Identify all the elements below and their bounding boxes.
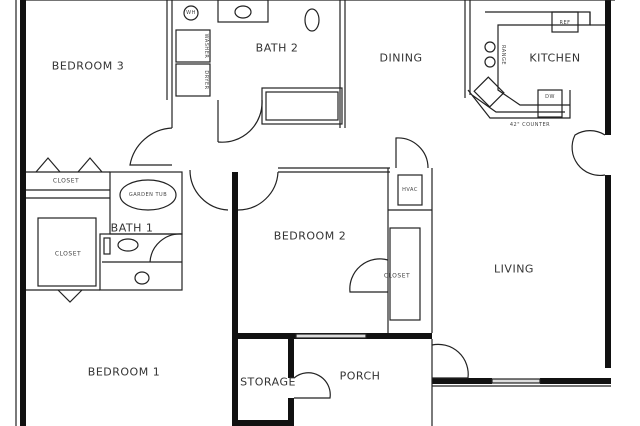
exterior-wall-left [20,0,26,426]
room-living-label: LIVING [494,262,534,276]
exterior-wall-right-upper [605,0,611,135]
fixture-counter-label: 42" COUNTER [509,122,551,128]
fixture-hvac-label: HVAC [402,187,418,193]
room-bedroom2-label: BEDROOM 2 [273,229,347,243]
fixture-dw-label: DW [545,94,555,100]
fixture-garden-tub-label: GARDEN TUB [128,192,168,198]
room-dining-label: DINING [379,51,423,65]
room-bedroom1-label: BEDROOM 1 [87,365,161,379]
room-bedroom3-label: BEDROOM 3 [51,59,125,73]
bedroom2-wall [232,172,238,426]
exterior-wall-right-lower [605,175,611,368]
fixture-range-label: RANGE [500,45,506,65]
room-closet-bedroom2-label: CLOSET [383,272,411,280]
room-closet-top-label: CLOSET [52,177,80,185]
room-porch-label: PORCH [339,369,381,383]
fixture-washer-label: WASHER [203,33,209,59]
fixture-ref-label: REF [559,20,571,26]
room-storage-label: STORAGE [240,375,296,389]
fixture-dryer-label: DRYER [203,70,209,90]
room-kitchen-label: KITCHEN [529,51,581,65]
room-closet-left-label: CLOSET [54,250,82,258]
room-bath1-label: BATH 1 [110,221,154,235]
room-bath2-label: BATH 2 [255,41,299,55]
fixture-wh-label: WH [186,10,196,16]
